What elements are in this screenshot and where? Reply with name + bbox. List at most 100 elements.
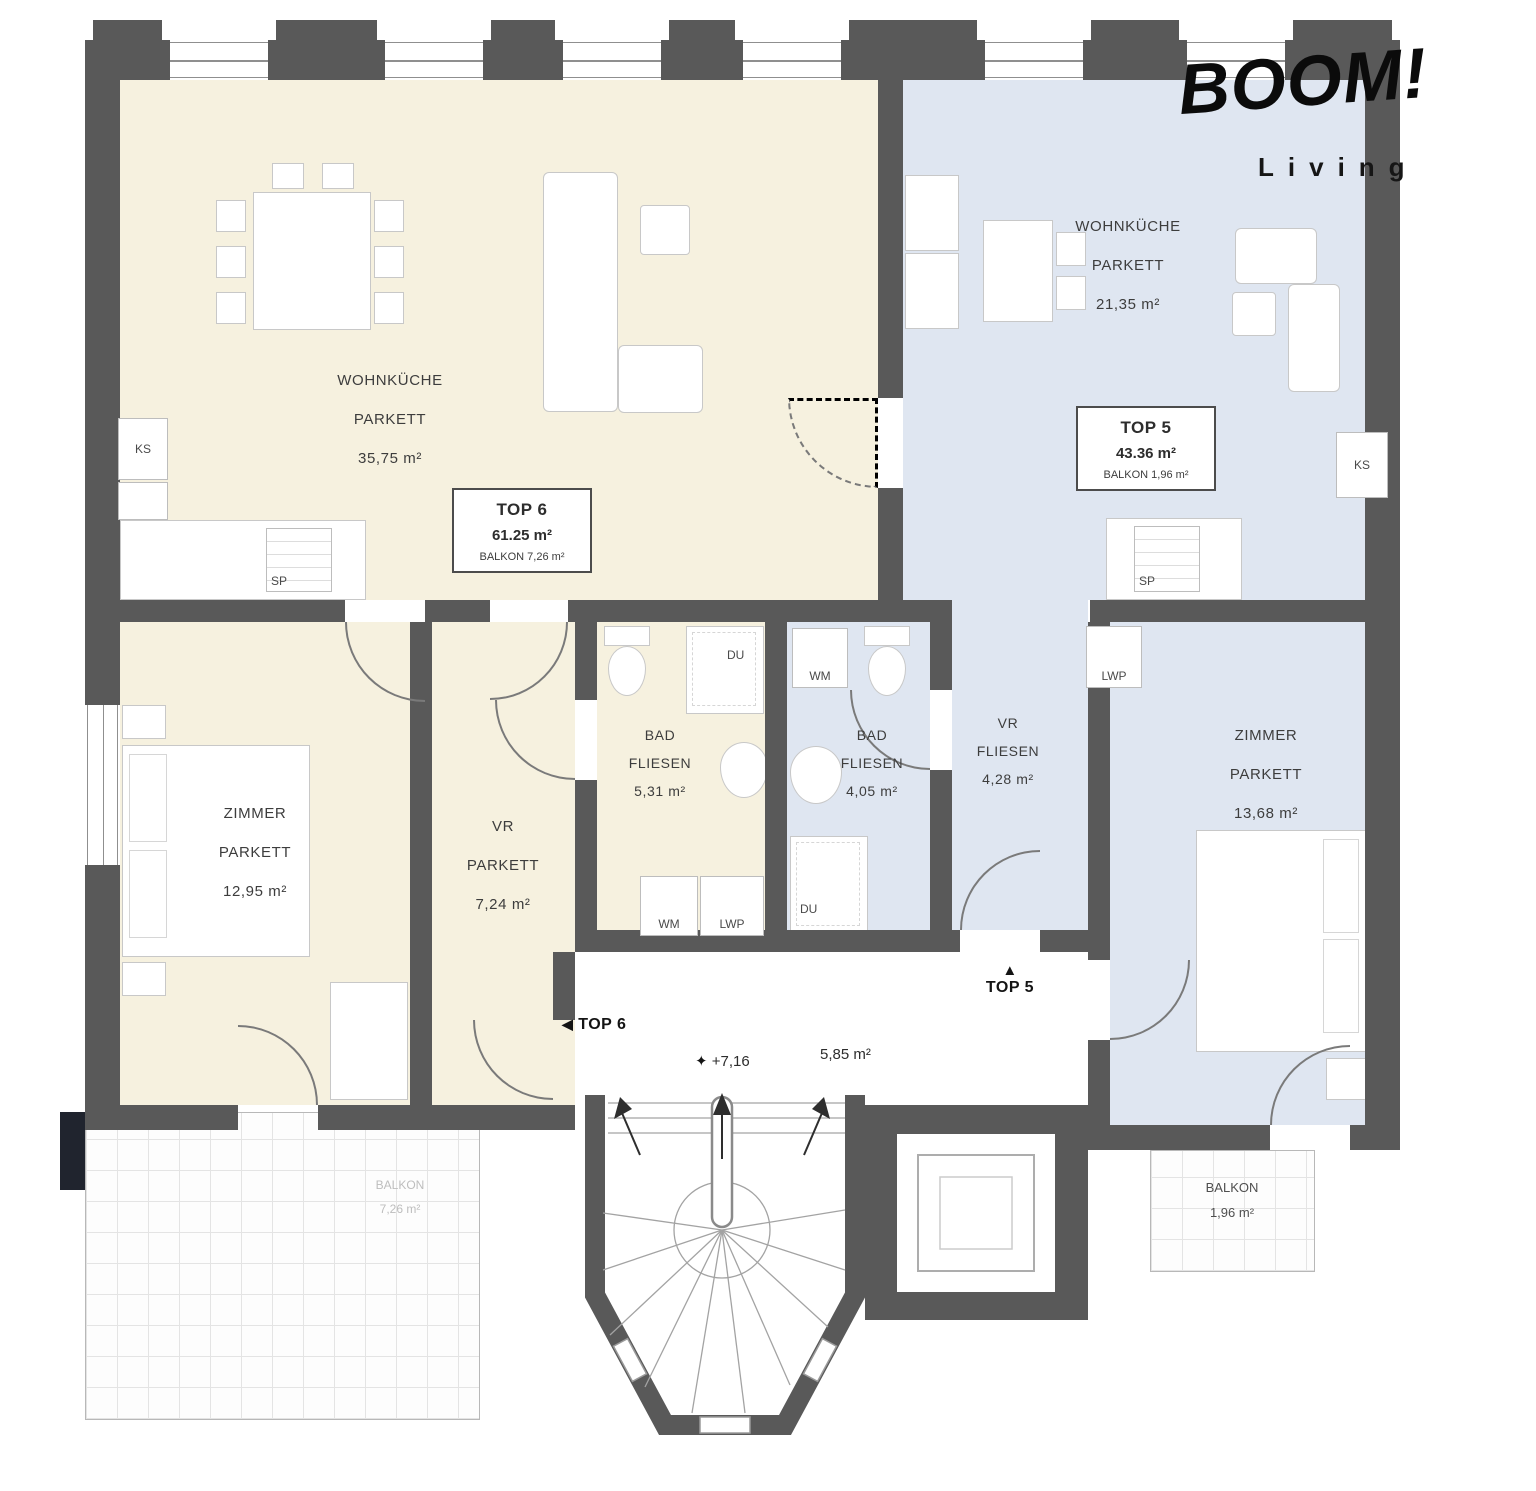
unit-area: 43.36 m² (1115, 445, 1177, 462)
wall (575, 780, 597, 952)
bed (1196, 830, 1366, 1052)
wall-pier (849, 20, 977, 40)
wall (878, 488, 903, 600)
wall (1088, 1125, 1270, 1150)
brand-subtitle: Living (1258, 152, 1419, 182)
du-label: DU (727, 648, 745, 662)
unit-area: 61.25 m² (491, 527, 553, 544)
heat-pump-box: LWP (700, 876, 764, 936)
wall (930, 622, 952, 690)
room-area: 21,35 m² (1096, 296, 1160, 313)
wall-pier (276, 20, 377, 40)
shower-tray (796, 842, 860, 926)
room-name: ZIMMER (223, 805, 287, 822)
room-name: WOHNKÜCHE (1075, 218, 1181, 235)
wall-pier (1091, 20, 1179, 40)
chair (374, 246, 404, 278)
entry-top5: ▲ TOP 5 (965, 962, 1055, 997)
chair (216, 246, 246, 278)
wall (425, 600, 490, 622)
room-name: BAD (644, 727, 676, 743)
room-area: 12,95 m² (223, 883, 287, 900)
room-area: 7,24 m² (475, 896, 531, 913)
level-marker-icon: ✦ (695, 1053, 708, 1070)
side-table (640, 205, 690, 255)
wall-pier (669, 20, 735, 40)
label-bad-top6: BAD FLIESEN 5,31 m² (580, 727, 740, 811)
shower (686, 626, 764, 714)
heat-pump-box: LWP (1086, 626, 1142, 688)
room-floor: FLIESEN (840, 755, 904, 771)
wall (878, 80, 903, 398)
pillow (1323, 939, 1359, 1033)
shower (790, 836, 868, 934)
wall (85, 600, 345, 622)
room-area: 13,68 m² (1234, 805, 1298, 822)
fridge-box: KS (118, 418, 168, 480)
lwp-label: LWP (719, 917, 745, 931)
wall (268, 40, 385, 80)
chair (216, 292, 246, 324)
bed (122, 745, 310, 957)
chair (374, 292, 404, 324)
sink (720, 742, 768, 798)
wall (1285, 40, 1400, 80)
dishwasher-box: SP (266, 528, 332, 592)
washing-machine-box: WM (640, 876, 698, 936)
chair (1056, 276, 1086, 310)
infobox-top6: TOP 6 61.25 m² BALKON 7,26 m² (452, 488, 592, 573)
ks-label: KS (1353, 458, 1370, 472)
dishwasher-box: SP (1134, 526, 1200, 592)
chair (272, 163, 304, 189)
chair (1056, 232, 1086, 266)
wall (575, 622, 597, 700)
room-name: ZIMMER (1234, 727, 1298, 744)
room-area: 4,05 m² (846, 783, 898, 799)
wardrobe (905, 253, 959, 329)
wall (483, 40, 563, 80)
room-name: WOHNKÜCHE (337, 372, 443, 389)
sofa (1235, 228, 1317, 284)
wall (841, 40, 985, 80)
stairwell-area: 5,85 m² (820, 1046, 871, 1063)
balcony-left-label: BALKON 7,26 m² (330, 1178, 470, 1226)
label-vr-top6: VR PARKETT 7,24 m² (423, 818, 583, 935)
side-table (1232, 292, 1276, 336)
toilet-tank (864, 626, 910, 646)
toilet-bowl (608, 646, 646, 696)
room-area: 4,28 m² (982, 771, 1034, 787)
balcony-area: 7,26 m² (379, 1202, 421, 1216)
wall (575, 930, 960, 952)
elevator (865, 1105, 1088, 1320)
kitchen-cabinet (118, 482, 168, 520)
wall (85, 40, 170, 80)
pillow (129, 850, 167, 938)
wall (1090, 600, 1365, 622)
balcony-name: BALKON (1205, 1180, 1259, 1195)
sofa (543, 172, 618, 412)
washing-machine-box: WM (792, 628, 848, 688)
shower-tray (692, 632, 756, 706)
wardrobe (330, 982, 408, 1100)
wm-label: WM (809, 669, 831, 683)
lwp-label: LWP (1101, 669, 1127, 683)
stair-bay-walls (585, 1095, 865, 1435)
wall (1088, 1040, 1110, 1125)
sp-label: SP (1139, 574, 1156, 588)
nightstand (122, 962, 166, 996)
label-zimmer-top5: ZIMMER PARKETT 13,68 m² (1166, 727, 1366, 844)
label-wohnkueche-top5: WOHNKÜCHE PARKETT 21,35 m² (1028, 218, 1228, 335)
level-value: +7,16 (711, 1053, 750, 1070)
window (1187, 42, 1285, 78)
entry-top6: ◀ TOP 6 (562, 1016, 626, 1034)
wall (568, 600, 952, 622)
sink (790, 746, 842, 804)
wall-pier (491, 20, 555, 40)
arrow-up-icon: ▲ (1002, 962, 1018, 979)
unit-title: TOP 6 (496, 500, 548, 519)
balcony-left (85, 1112, 480, 1420)
wall (410, 622, 432, 1105)
label-wohnkueche-top6: WOHNKÜCHE PARKETT 35,75 m² (290, 372, 490, 489)
wall (1083, 40, 1187, 80)
wall (85, 1105, 238, 1130)
